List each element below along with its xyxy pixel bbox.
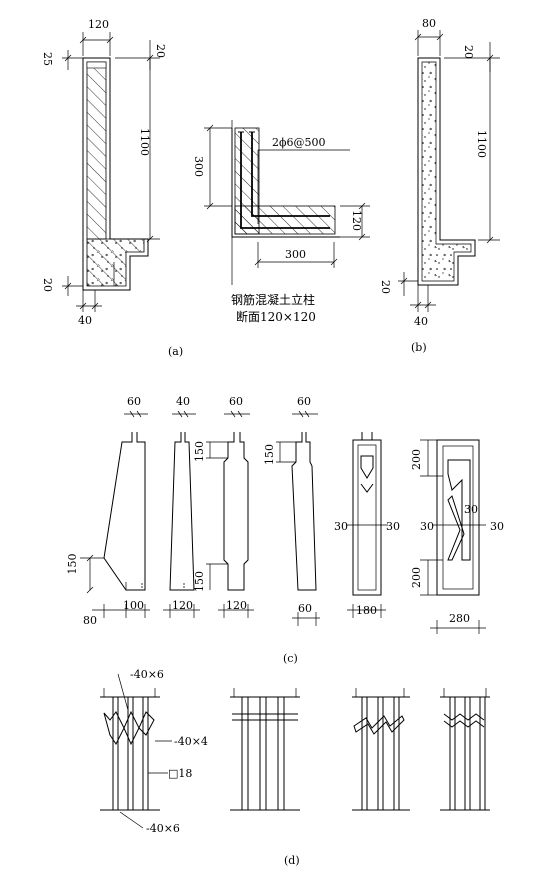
dim-detail-300-left: 300: [192, 156, 205, 177]
dim-a-20-bottom: 20: [41, 278, 54, 292]
c-label-30-a: 30: [334, 520, 348, 533]
c-label-80: 80: [83, 614, 97, 627]
dim-a-20-top: 20: [154, 44, 167, 58]
c-label-150-b: 150: [193, 441, 206, 462]
detail-caption-2: 断面120×120: [236, 309, 316, 324]
dim-detail-120: 120: [350, 210, 363, 231]
dim-a-25: 25: [41, 52, 54, 66]
c-label-100: 100: [123, 599, 144, 612]
dim-a-120: 120: [88, 18, 109, 31]
c-label-150-a: 150: [66, 554, 79, 575]
c-label-30-e: 30: [490, 520, 504, 533]
panel-detail: 2ϕ6@500 300 120 300 钢筋混凝土立柱 断面120×120: [192, 120, 370, 324]
c-label-200-a: 200: [410, 449, 423, 470]
d-label-mid: -40×4: [174, 735, 208, 748]
c-label-60-d: 60: [298, 602, 312, 615]
panel-d: -40×6 -40×4 □18 -40×6 (d): [100, 668, 490, 867]
d-label-square: □18: [168, 767, 192, 780]
c-label-60-c: 60: [297, 395, 311, 408]
caption-b: (b): [411, 341, 427, 354]
panel-b: 80 20 1100 20 40 (b): [379, 17, 500, 354]
c-label-150-d: 150: [263, 444, 276, 465]
dim-b-1100: 1100: [475, 130, 488, 158]
c-label-30-c: 30: [420, 520, 434, 533]
c-label-150-c: 150: [193, 571, 206, 592]
dim-detail-300-bottom: 300: [285, 248, 306, 261]
c-label-200-b: 200: [410, 567, 423, 588]
c-label-180: 180: [356, 604, 377, 617]
dim-b-40: 40: [414, 315, 428, 328]
dim-b-20-top: 20: [462, 45, 475, 59]
d-label-bottom: -40×6: [146, 822, 180, 835]
dim-b-80: 80: [422, 17, 436, 30]
c-label-30-d: 30: [464, 503, 478, 516]
c-label-30-b: 30: [386, 520, 400, 533]
dim-a-1100: 1100: [138, 128, 151, 156]
rebar-label: 2ϕ6@500: [272, 136, 326, 149]
c-label-280: 280: [449, 612, 470, 625]
c-label-120-a: 120: [172, 599, 193, 612]
c-label-60-a: 60: [127, 395, 141, 408]
detail-caption-1: 钢筋混凝土立柱: [231, 292, 315, 307]
caption-d: (d): [284, 854, 300, 867]
caption-c: (c): [283, 652, 298, 665]
c-label-40: 40: [176, 395, 190, 408]
panel-a: 120 20 25 1100 20 40 (a): [41, 18, 183, 358]
caption-a: (a): [168, 345, 183, 358]
d-label-top: -40×6: [130, 668, 164, 681]
c-label-60-b: 60: [229, 395, 243, 408]
dim-a-40: 40: [78, 314, 92, 327]
c-label-120-b: 120: [226, 599, 247, 612]
panel-c: 60 150 100 80 40 120 60 150 150: [66, 395, 504, 665]
dim-b-20-bottom: 20: [379, 280, 392, 294]
